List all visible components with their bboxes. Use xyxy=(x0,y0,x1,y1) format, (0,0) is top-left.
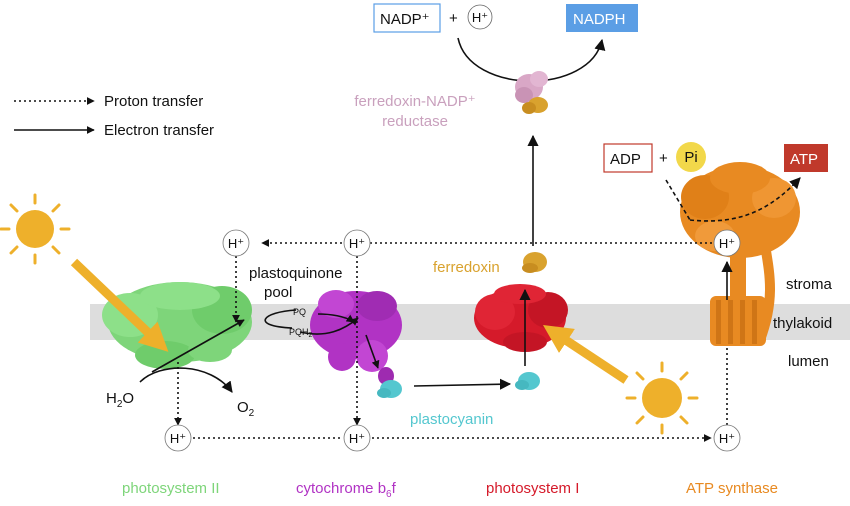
legend: Proton transfer Electron transfer xyxy=(14,93,214,139)
proton-node-top-mid: H⁺ xyxy=(343,229,371,257)
water-label: H2O xyxy=(106,390,134,410)
region-lumen: lumen xyxy=(788,353,829,370)
h-plus-label: H⁺ xyxy=(472,10,488,25)
nadp-reaction: NADP⁺ + H⁺ NADPH xyxy=(373,3,638,82)
proton-node-bottom-mid: H⁺ xyxy=(343,424,371,452)
plus-sign: + xyxy=(449,10,458,27)
atp-plus: + xyxy=(659,150,668,167)
label-atp-synthase: ATP synthase xyxy=(686,480,778,497)
fnr-protein xyxy=(515,71,548,114)
adp-to-synthase-arrow xyxy=(665,179,691,221)
nadp-label: NADP⁺ xyxy=(380,11,430,28)
legend-electron-label: Electron transfer xyxy=(104,122,214,139)
atp-box xyxy=(784,144,828,172)
pi-label: Pi xyxy=(684,149,697,166)
photosystem-i-protein xyxy=(474,284,568,352)
pi-node xyxy=(676,142,706,172)
plastocyanin-label: plastocyanin xyxy=(410,411,493,428)
svg-text:H⁺: H⁺ xyxy=(719,431,735,446)
atp-label: ATP xyxy=(790,151,818,168)
electron-paths xyxy=(139,134,733,393)
proton-paths xyxy=(174,239,728,442)
plastocyanin-protein-1 xyxy=(377,380,402,398)
label-cytochrome-b6f: cytochrome b6f xyxy=(296,480,397,500)
svg-text:H⁺: H⁺ xyxy=(349,236,365,251)
proton-node-bottom-right: H⁺ xyxy=(713,424,741,452)
nadph-label: NADPH xyxy=(573,11,626,28)
pq-label: PQ xyxy=(293,307,306,317)
pq-pool-label-line2: pool xyxy=(264,284,292,301)
light-arrow-psii xyxy=(70,258,169,352)
atp-reaction: ADP + Pi ATP xyxy=(603,142,828,173)
nadph-box xyxy=(566,4,638,32)
svg-text:H⁺: H⁺ xyxy=(170,431,186,446)
h-plus-node xyxy=(467,4,493,30)
label-photosystem-ii: photosystem II xyxy=(122,480,220,497)
photosystem-ii-protein xyxy=(102,282,252,369)
region-stroma: stroma xyxy=(786,276,833,293)
fnr-label-line1: ferredoxin-NADP⁺ xyxy=(354,93,475,110)
ferredoxin-protein xyxy=(522,252,547,273)
adp-box xyxy=(603,143,653,173)
oxygen-label: O2 xyxy=(237,399,255,419)
sun-icon xyxy=(625,361,699,435)
fnr-label-line2: reductase xyxy=(382,113,448,130)
nadp-box xyxy=(373,3,441,33)
legend-proton-label: Proton transfer xyxy=(104,93,203,110)
proton-node-atp: H⁺ xyxy=(713,229,741,257)
region-thylakoid: thylakoid xyxy=(773,315,832,332)
sun-icon xyxy=(0,193,71,265)
svg-text:H⁺: H⁺ xyxy=(228,236,244,251)
light-arrow-psi xyxy=(542,325,629,384)
label-photosystem-i: photosystem I xyxy=(486,480,579,497)
svg-text:H⁺: H⁺ xyxy=(349,431,365,446)
pq-pool-label-line1: plastoquinone xyxy=(249,265,342,282)
proton-node-bottom-left: H⁺ xyxy=(164,424,192,452)
cytochrome-b6f-protein xyxy=(310,290,402,385)
synthase-to-atp-arrow xyxy=(689,177,801,222)
svg-text:H⁺: H⁺ xyxy=(719,236,735,251)
plastocyanin-protein-2 xyxy=(515,372,540,390)
ferredoxin-label: ferredoxin xyxy=(433,259,500,276)
adp-label: ADP xyxy=(610,151,641,168)
proton-node-top-left: H⁺ xyxy=(222,229,250,257)
pqh2-label: PQH2 xyxy=(289,327,313,339)
